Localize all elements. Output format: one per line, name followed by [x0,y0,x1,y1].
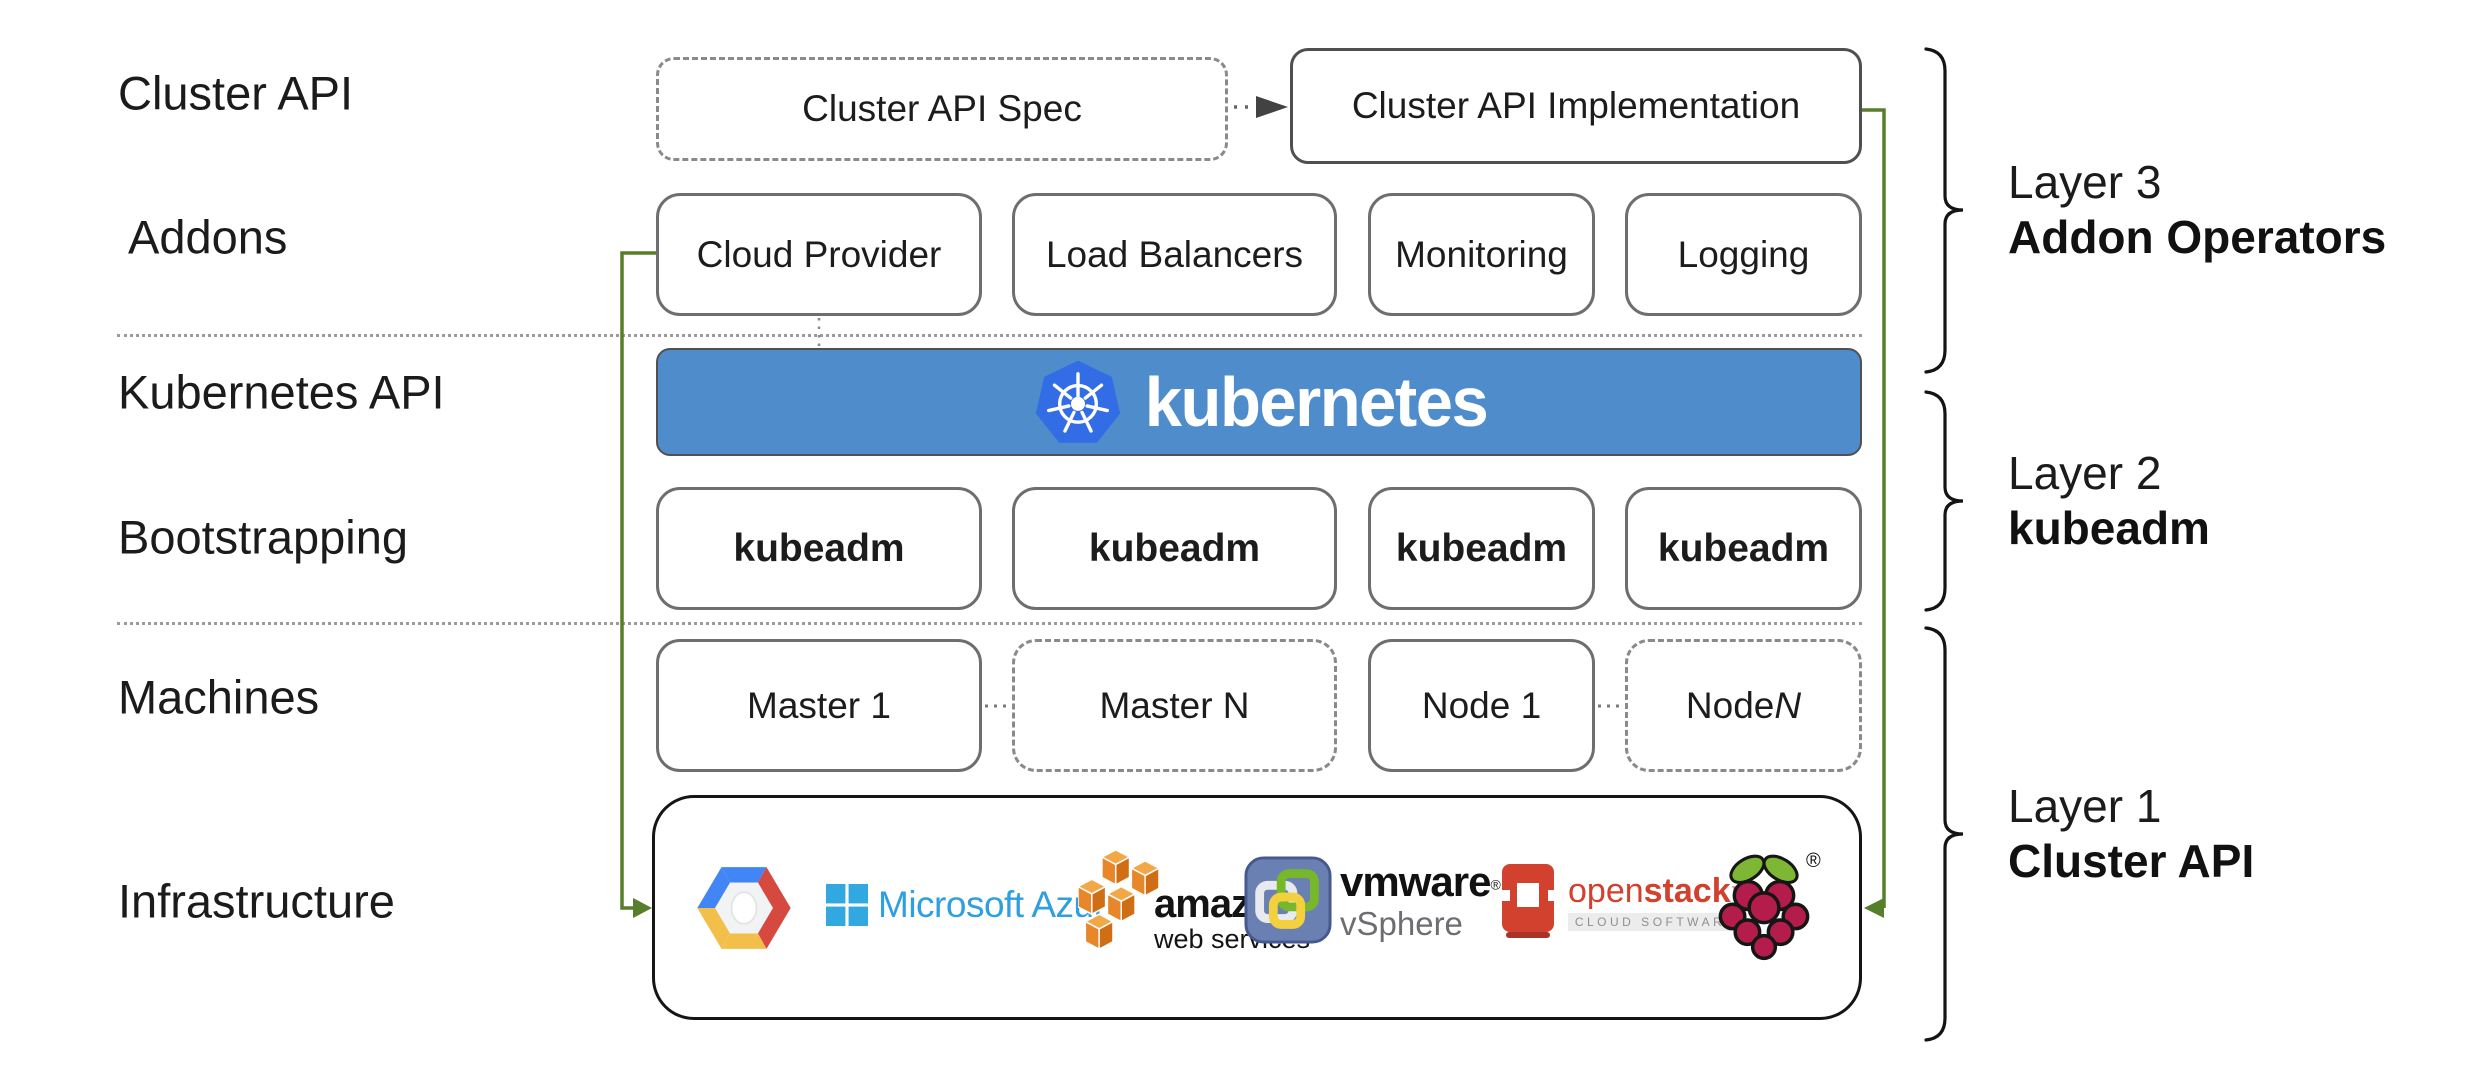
cluster-api-implementation-box: Cluster API Implementation [1290,48,1862,164]
addon-box-cloud-provider: Cloud Provider [656,193,982,316]
row-label-cluster-api: Cluster API [118,66,354,120]
kubernetes-banner: kubernetes [656,348,1862,456]
kubeadm-box-1: kubeadm [656,487,982,610]
vmware-registered-mark: ® [1490,876,1501,893]
addon-box-load-balancers: Load Balancers [1012,193,1337,316]
machine-label: Node [1685,684,1775,726]
row-label-infrastructure: Infrastructure [118,874,395,928]
addon-box-logging: Logging [1625,193,1862,316]
machine-label: Master N [1099,684,1250,726]
cloud-provider-to-infrastructure-connector [620,251,656,918]
kubeadm-box-4: kubeadm [1625,487,1862,610]
row-label-bootstrapping: Bootstrapping [118,510,409,564]
machine-box-node-1: Node 1 [1368,639,1595,772]
layer-3-label: Layer 3 Addon Operators [2008,155,2387,263]
google-cloud-logo [694,852,794,964]
machine-box-node-n: Node N [1625,639,1862,772]
machine-box-master-n: Master N [1012,639,1337,772]
windows-flag-icon [826,884,868,926]
layer-2-label: Layer 2 kubeadm [2008,446,2210,554]
kubernetes-wheel-icon [1031,355,1125,449]
addon-box-monitoring: Monitoring [1368,193,1595,316]
row-label-kubernetes-api: Kubernetes API [118,365,445,419]
implementation-to-infrastructure-connector [1862,108,1886,918]
separator-layer3-layer2 [117,334,1862,337]
machine-box-master-1: Master 1 [656,639,982,772]
vmware-label: vmware [1340,857,1491,905]
openstack-label-stack: stack [1643,871,1731,910]
machine-label: Node 1 [1421,684,1542,726]
row-label-machines: Machines [118,670,320,724]
spec-to-implementation-arrow [1234,96,1288,118]
kubernetes-banner-label: kubernetes [1144,363,1489,441]
raspberry-pi-logo: ® [1716,842,1821,970]
machine-label: Master 1 [747,684,891,726]
raspberry-pi-registered-mark: ® [1806,850,1821,872]
layer-3-brace [1924,47,1964,374]
row-label-addons: Addons [128,210,288,264]
vmware-vsphere-logo: vmware® vSphere [1244,856,1501,944]
openstack-label-open: open [1568,871,1644,910]
layer-1-label: Layer 1 Cluster API [2008,779,2255,887]
openstack-cloud-software-label: CLOUD SOFTWARE [1568,912,1744,931]
openstack-logo: openstack™ CLOUD SOFTWARE [1500,860,1744,944]
layer-1-brace [1924,626,1964,1042]
kubeadm-box-3: kubeadm [1368,487,1595,610]
cluster-api-spec-box: Cluster API Spec [656,57,1228,161]
kubeadm-box-2: kubeadm [1012,487,1337,610]
vsphere-label: vSphere [1340,904,1463,942]
layer-2-brace [1924,390,1964,612]
separator-layer2-layer1 [117,622,1862,625]
